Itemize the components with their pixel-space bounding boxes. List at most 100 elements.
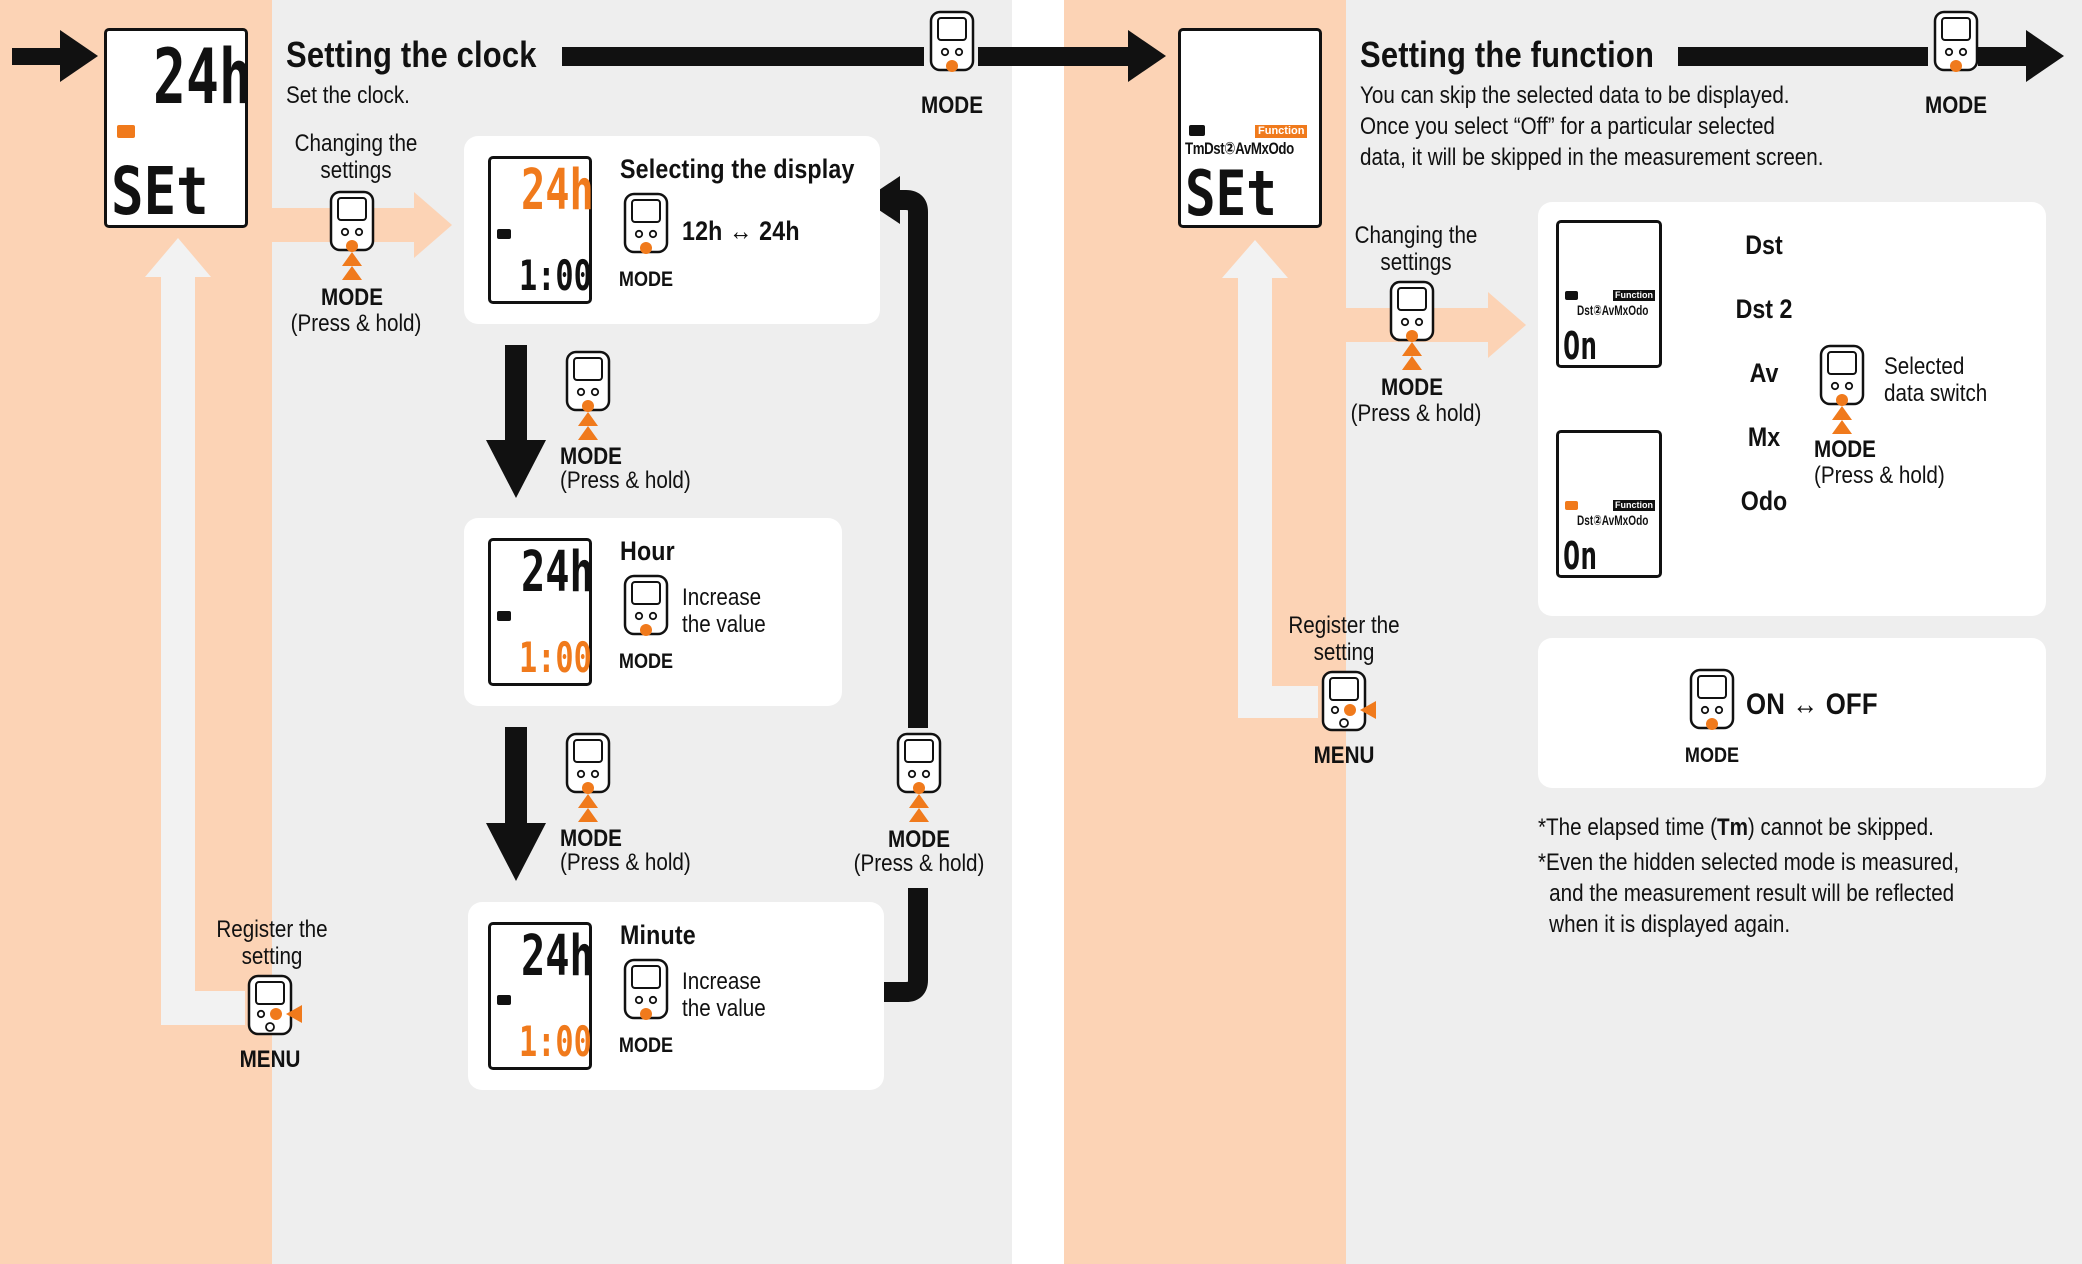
lcd-hour-top: 24h — [521, 540, 594, 605]
changing-right-line1: Changing the — [1354, 222, 1478, 249]
hour-line2: the value — [682, 611, 766, 638]
hour-mode-label: MODE — [618, 650, 674, 673]
clock-icon — [1189, 125, 1205, 136]
note-star: * — [1538, 814, 1547, 841]
note-1-bold: Tm — [1716, 814, 1748, 841]
switch-line2: data switch — [1884, 380, 1988, 407]
lcd-hour-bottom: 1:00 — [519, 633, 592, 682]
changing-settings-label-right: Changing the settings — [1339, 222, 1494, 276]
step2-hint: (Press & hold) — [560, 849, 691, 876]
register-menu-label: MENU — [239, 1046, 301, 1073]
register-setting-label: Register the setting — [195, 916, 350, 970]
down-arrow-1 — [486, 345, 546, 498]
register-setting-label-right: Register the setting — [1267, 612, 1422, 666]
cycle-item-dst2: Dst 2 — [1735, 294, 1793, 324]
mode-button-minute[interactable] — [622, 958, 670, 1029]
lcd-minute-bottom: 1:00 — [519, 1017, 592, 1066]
lcd-top-value: 24h — [153, 32, 252, 121]
mini-function-list: Dst②AvMxOdo — [1577, 302, 1649, 318]
loop-arrow — [862, 190, 928, 1002]
mode-button-device-top-left[interactable] — [928, 10, 976, 81]
minute-increase: Increase the value — [682, 968, 766, 1022]
register-line1: Register the — [216, 916, 328, 943]
cycle-item-odo: Odo — [1740, 486, 1788, 516]
function-list: TmDst②AvMxOdo — [1185, 139, 1294, 158]
lcd-function-bottom: SEt — [1185, 157, 1277, 230]
page-title-clock: Setting the clock — [286, 34, 537, 75]
clock-icon — [1565, 501, 1578, 510]
lcd-selecting-bottom: 1:00 — [519, 251, 592, 300]
note-2-line1: Even the hidden selected mode is measure… — [1546, 849, 1960, 876]
switch-line1: Selected — [1884, 353, 1965, 380]
register-right-line1: Register the — [1288, 612, 1400, 639]
lcd-selecting: 24h 1:00 — [488, 156, 594, 304]
note-star: * — [1538, 849, 1547, 876]
entry-arrow-left — [12, 30, 98, 82]
register-return-left — [145, 238, 245, 1025]
mode-button-onoff[interactable] — [1688, 668, 1736, 739]
mini-function-tag: Function — [1613, 290, 1655, 301]
page-title-function: Setting the function — [1360, 34, 1655, 75]
function-description: You can skip the selected data to be dis… — [1360, 80, 1823, 173]
minute-line2: the value — [682, 995, 766, 1022]
lcd-display-clock: 24h SEt — [104, 28, 252, 228]
step1-mode-label: MODE — [560, 443, 622, 470]
mode-button-hour[interactable] — [622, 574, 670, 645]
switch-mode-label: MODE — [1814, 436, 1876, 463]
down-arrow-2 — [486, 727, 546, 881]
hour-line1: Increase — [682, 584, 762, 611]
clock-icon — [497, 611, 511, 621]
card-on-off — [1538, 638, 2046, 788]
lcd-display-function: Function TmDst②AvMxOdo SEt — [1178, 28, 1322, 228]
step3-hint: (Press & hold) — [853, 850, 985, 877]
step1-hint: (Press & hold) — [560, 467, 691, 494]
mini-function-tag: Function — [1613, 500, 1655, 511]
menu-button-register-right[interactable] — [1320, 670, 1380, 741]
mode-button-step3[interactable] — [895, 732, 943, 829]
mode-button-selecting[interactable] — [622, 192, 670, 263]
onoff-text: ON ↔ OFF — [1746, 688, 1878, 721]
clock-icon — [117, 125, 135, 138]
note-1-post: ) cannot be skipped. — [1747, 814, 1934, 841]
mini-function-list: Dst②AvMxOdo — [1577, 512, 1649, 528]
mode-button-step1[interactable] — [564, 350, 612, 447]
subtitle-clock: Set the clock. — [286, 82, 410, 109]
register-line2: setting — [241, 943, 303, 970]
step3-mode-label: MODE — [888, 826, 950, 853]
note-2: *Even the hidden selected mode is measur… — [1538, 847, 1959, 940]
lcd-selecting-top: 24h — [521, 158, 594, 223]
note-2-line2: and the measurement result will be refle… — [1549, 880, 1955, 907]
mini-lcd-2: Function Dst②AvMxOdo On — [1556, 430, 1662, 578]
register-right-line2: setting — [1313, 639, 1375, 666]
mode-button-step2[interactable] — [564, 732, 612, 829]
desc-line1: You can skip the selected data to be dis… — [1360, 82, 1790, 109]
changing-right-line2: settings — [1380, 249, 1452, 276]
title-bar-clock — [562, 47, 924, 66]
lcd-hour: 24h 1:00 — [488, 538, 594, 686]
minute-title: Minute — [620, 920, 696, 950]
changing-hint: (Press & hold) — [290, 310, 422, 337]
note-1-pre: The elapsed time ( — [1546, 814, 1717, 841]
clock-icon — [1565, 291, 1578, 300]
menu-button-register-left[interactable] — [246, 974, 306, 1045]
mini-lcd-1-bottom: On — [1563, 324, 1598, 368]
clock-icon — [497, 229, 511, 239]
mode-button-device-top-right[interactable] — [1932, 10, 1980, 81]
mode-button-switch[interactable] — [1818, 344, 1866, 441]
lcd-minute-top: 24h — [521, 924, 594, 989]
mini-lcd-1: Function Dst②AvMxOdo On — [1556, 220, 1662, 368]
note-1: *The elapsed time (Tm) cannot be skipped… — [1538, 812, 1934, 843]
changing-settings-label: Changing the settings — [279, 130, 434, 184]
mode-button-changing[interactable] — [328, 190, 376, 287]
title-bar-function — [1678, 47, 1928, 66]
desc-line3: data, it will be skipped in the measurem… — [1360, 144, 1824, 171]
mode-button-changing-right[interactable] — [1388, 280, 1436, 377]
changing-line2: settings — [320, 157, 392, 184]
mini-lcd-2-bottom: On — [1563, 534, 1598, 578]
changing-right-mode-label: MODE — [1381, 374, 1443, 401]
cycle-item-mx: Mx — [1747, 422, 1781, 452]
mode-label-top-left: MODE — [921, 92, 983, 119]
note-2-line3: when it is displayed again. — [1549, 911, 1791, 938]
hour-increase: Increase the value — [682, 584, 766, 638]
register-right-menu-label: MENU — [1313, 742, 1375, 769]
